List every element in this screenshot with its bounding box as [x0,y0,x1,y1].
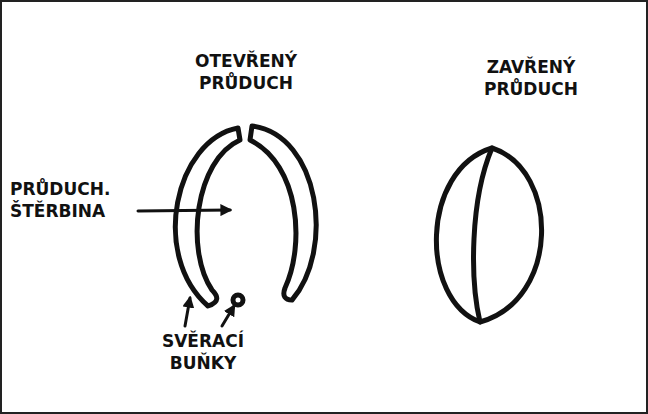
leader-arrow [138,210,230,211]
leader-arrow [185,298,190,326]
stoma-title: OTEVŘENÝ PRŮDUCH [186,50,306,94]
guard-cell-label: SVĚRACÍ BUŇKY [148,330,258,374]
guard-cell [250,126,316,300]
stoma-title: ZAVŘENÝ PRŮDUCH [466,56,596,100]
leader-arrow [222,306,234,326]
cell-detail [233,295,243,305]
slit-label: PRŮDUCH. ŠTĚRBINA [10,178,125,222]
closed-stoma [436,148,541,322]
guard-cell [175,128,240,306]
closed-slit [474,148,492,322]
